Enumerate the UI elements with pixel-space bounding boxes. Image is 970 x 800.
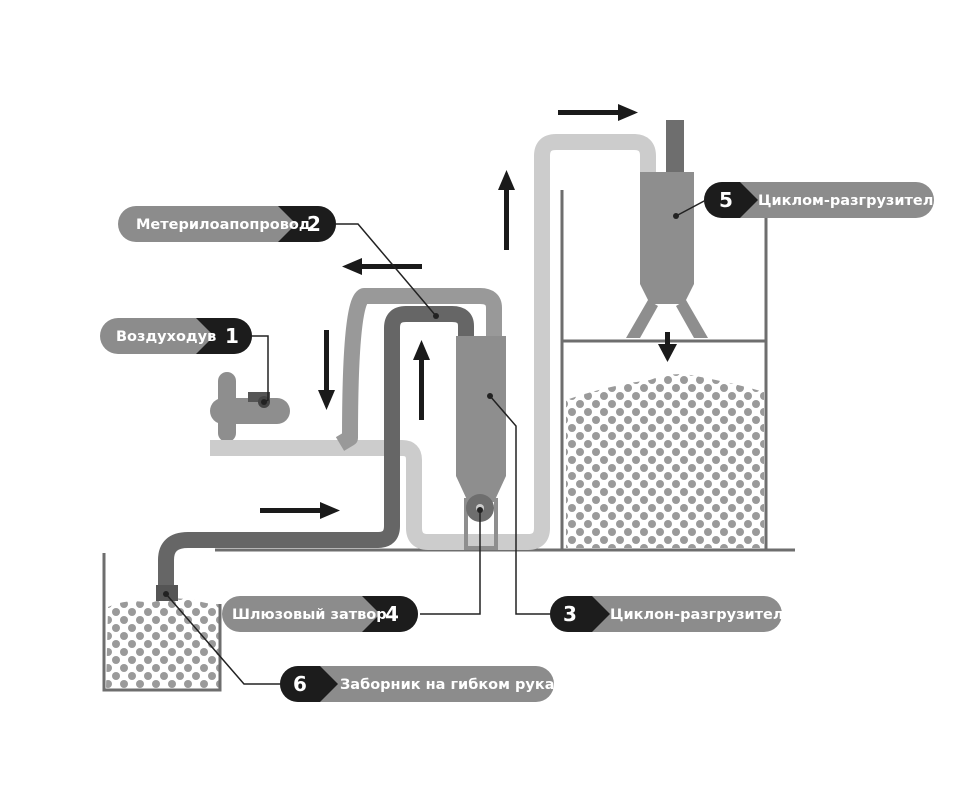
label-pipeline-number: 2 bbox=[307, 212, 321, 236]
arrow-down-icon bbox=[318, 330, 335, 410]
label-blower-number: 1 bbox=[225, 324, 239, 348]
flow-arrows bbox=[260, 104, 677, 519]
cyclone-small-icon bbox=[456, 336, 506, 550]
label-cyclone-large: 5 Циклом-разгрузитель bbox=[704, 182, 943, 218]
blower-icon bbox=[210, 372, 290, 442]
arrow-down-icon bbox=[658, 332, 677, 362]
source-bin bbox=[102, 553, 222, 692]
arrow-right-icon bbox=[260, 502, 340, 519]
label-pipeline-text: Метерилоапопровод bbox=[136, 217, 311, 233]
air-pipe-mid bbox=[335, 288, 502, 451]
label-cyclone-large-text: Циклом-разгрузитель bbox=[758, 193, 943, 209]
arrow-right-icon bbox=[558, 104, 638, 121]
label-airlock-text: Шлюзовый затвор bbox=[232, 607, 387, 623]
label-blower: Воздуходув 1 bbox=[100, 318, 252, 354]
label-airlock: Шлюзовый затвор 4 bbox=[222, 596, 418, 632]
label-cyclone-small: 3 Циклон-разгрузитель bbox=[550, 596, 793, 632]
material-pipe-dark bbox=[158, 306, 474, 590]
cyclone-large-icon bbox=[626, 120, 708, 338]
label-cyclone-small-number: 3 bbox=[563, 602, 577, 626]
leader-lines bbox=[165, 199, 707, 685]
label-intake-number: 6 bbox=[293, 672, 307, 696]
air-pipe-light bbox=[210, 134, 656, 550]
label-intake-text: Заборник на гибком рукаве bbox=[340, 677, 574, 693]
receiving-bin bbox=[560, 190, 768, 550]
arrow-left-icon bbox=[342, 258, 422, 275]
label-pipeline: Метерилоапопровод 2 bbox=[118, 206, 336, 242]
label-cyclone-large-number: 5 bbox=[719, 188, 733, 212]
arrow-up-icon bbox=[413, 340, 430, 420]
label-cyclone-small-text: Циклон-разгрузитель bbox=[610, 607, 793, 623]
label-intake: 6 Заборник на гибком рукаве bbox=[280, 666, 574, 702]
label-blower-text: Воздуходув bbox=[116, 329, 216, 345]
leader-dots bbox=[163, 213, 679, 597]
label-airlock-number: 4 bbox=[385, 602, 399, 626]
arrow-up-icon bbox=[498, 170, 515, 250]
